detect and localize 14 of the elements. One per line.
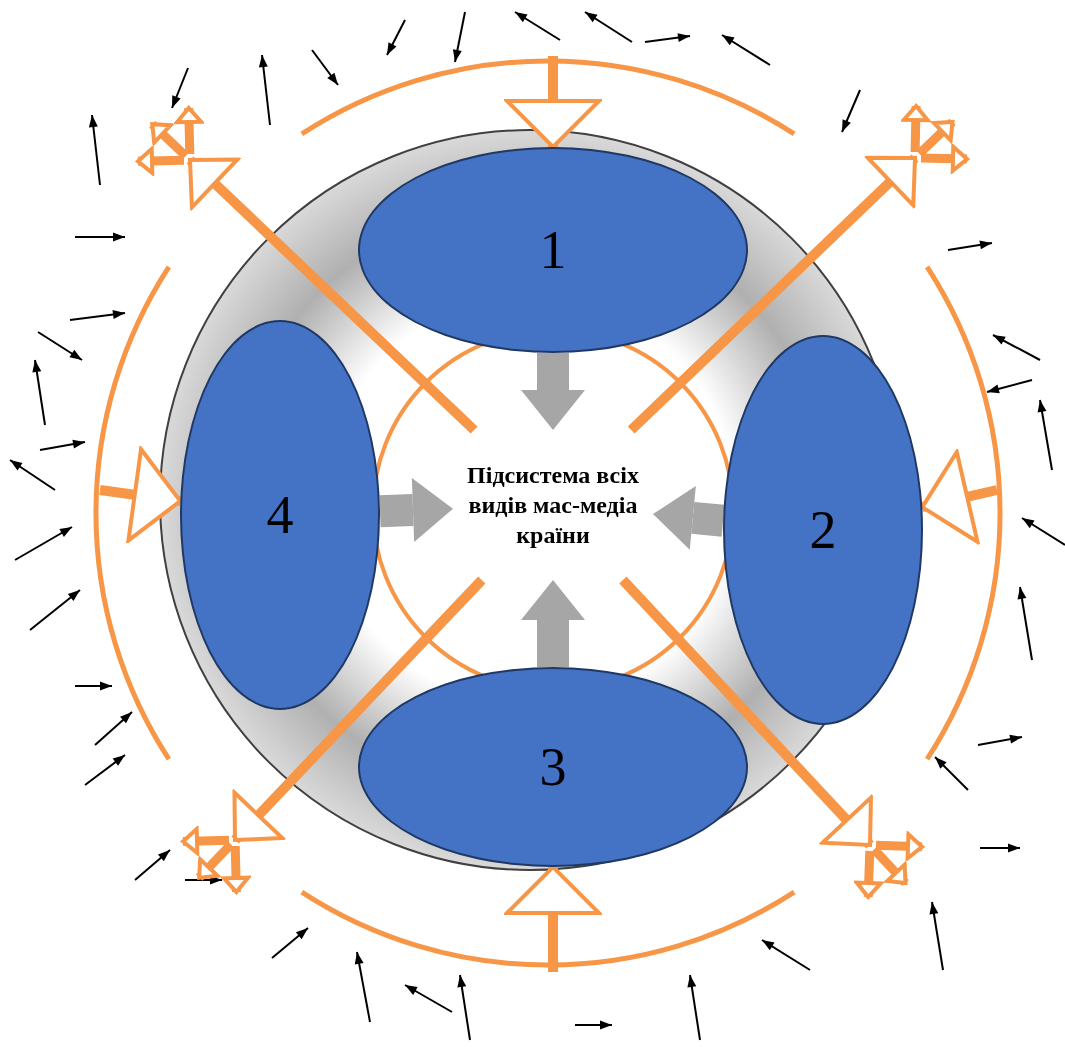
hollow-arrow: [231, 576, 486, 844]
hollow-arrow: [619, 576, 874, 849]
node-number: 2: [809, 499, 837, 561]
block-arrow: [521, 353, 585, 430]
hollow-arrow: [627, 154, 919, 434]
hollow-arrow: [505, 56, 601, 149]
node-number: 3: [539, 736, 567, 798]
node-number: 4: [266, 484, 294, 546]
hollow-arrow: [505, 865, 601, 972]
center-label: Підсистема всіх видів мас-медіа країни: [453, 430, 653, 580]
block-arrow: [521, 580, 585, 667]
block-arrow: [653, 486, 725, 550]
hollow-arrow: [186, 156, 478, 434]
node-number: 1: [539, 219, 567, 281]
